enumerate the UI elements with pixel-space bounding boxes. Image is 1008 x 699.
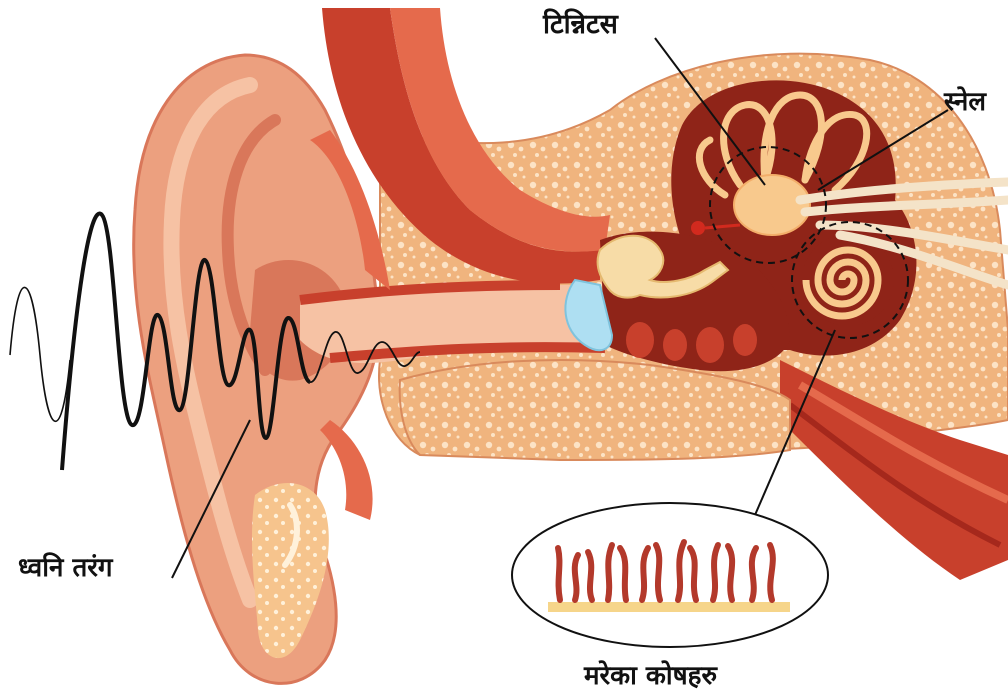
oval-window-dot bbox=[691, 221, 705, 235]
label-sound-wave: ध्वनि तरंग bbox=[18, 548, 113, 584]
label-dead-cells: मरेका कोषहरु bbox=[584, 656, 717, 692]
label-tinnitus: टिन्निटस bbox=[543, 4, 618, 41]
label-snail: स्नेल bbox=[944, 82, 986, 118]
canal-muscle-lower bbox=[320, 420, 373, 520]
vestibule bbox=[734, 175, 810, 235]
sound-wave-thin bbox=[10, 287, 70, 421]
hair-cells-inset bbox=[512, 503, 828, 647]
